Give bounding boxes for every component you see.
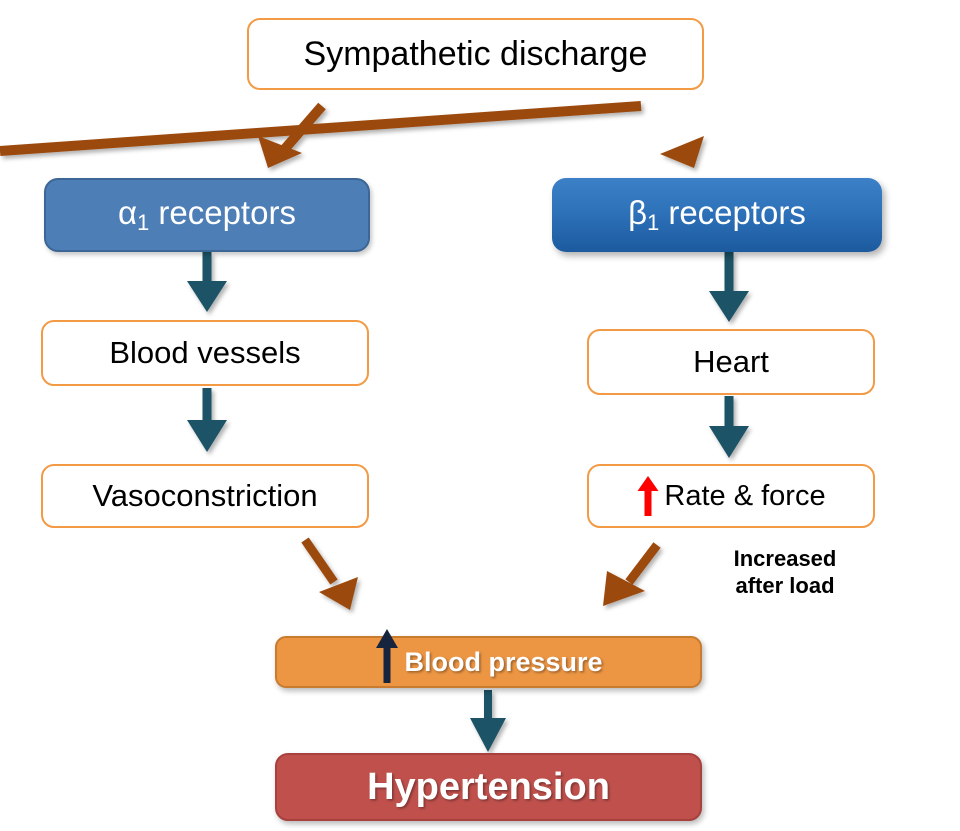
edge-rate-force-to-blood-pressure: [603, 542, 661, 606]
annotation-increased-after-load: Increased after load: [733, 546, 837, 598]
node-sympathetic-discharge[interactable]: Sympathetic discharge: [247, 18, 704, 90]
node-alpha1-receptors[interactable]: α1 receptors: [44, 178, 370, 252]
node-label-sympathetic-discharge: Sympathetic discharge: [303, 34, 648, 73]
edge-sympathetic-to-alpha1: [258, 102, 326, 168]
node-blood-pressure[interactable]: Blood pressure: [275, 629, 702, 688]
node-rate-and-force[interactable]: Rate & force: [587, 464, 875, 528]
edge-heart-to-rate-force: [709, 396, 749, 458]
node-label-hypertension: Hypertension: [367, 765, 610, 808]
edge-blood-pressure-to-hypertension: [470, 690, 506, 752]
beta-suffix: receptors: [659, 193, 806, 231]
edge-alpha1-to-blood-vessels: [187, 252, 227, 312]
node-heart[interactable]: Heart: [587, 329, 875, 395]
node-vasoconstriction[interactable]: Vasoconstriction: [41, 464, 369, 528]
node-label-rate-and-force: Rate & force: [664, 479, 826, 512]
node-label-blood-vessels: Blood vessels: [109, 335, 301, 370]
red-up-arrow-icon: [636, 474, 660, 518]
node-hypertension[interactable]: Hypertension: [275, 753, 702, 821]
alpha-glyph: α: [118, 193, 138, 231]
edge-vasoconstriction-to-blood-pressure: [301, 537, 358, 610]
alpha-subscript: 1: [137, 210, 150, 236]
edge-blood-vessels-to-vasoconstriction: [187, 388, 227, 452]
node-blood-vessels[interactable]: Blood vessels: [41, 320, 369, 386]
edge-beta1-to-heart: [709, 252, 749, 322]
node-beta1-receptors[interactable]: β1 receptors: [552, 178, 882, 252]
node-label-heart: Heart: [693, 344, 769, 379]
beta-glyph: β: [628, 193, 648, 231]
node-label-beta1-receptors: β1 receptors: [628, 194, 806, 236]
node-label-alpha1-receptors: α1 receptors: [118, 194, 296, 236]
alpha-suffix: receptors: [149, 193, 296, 231]
node-label-blood-pressure: Blood pressure: [404, 646, 603, 677]
beta-subscript: 1: [647, 210, 660, 236]
edge-sympathetic-to-beta1: [0, 101, 704, 168]
navy-up-arrow-icon: [374, 629, 400, 693]
node-label-vasoconstriction: Vasoconstriction: [92, 478, 318, 513]
